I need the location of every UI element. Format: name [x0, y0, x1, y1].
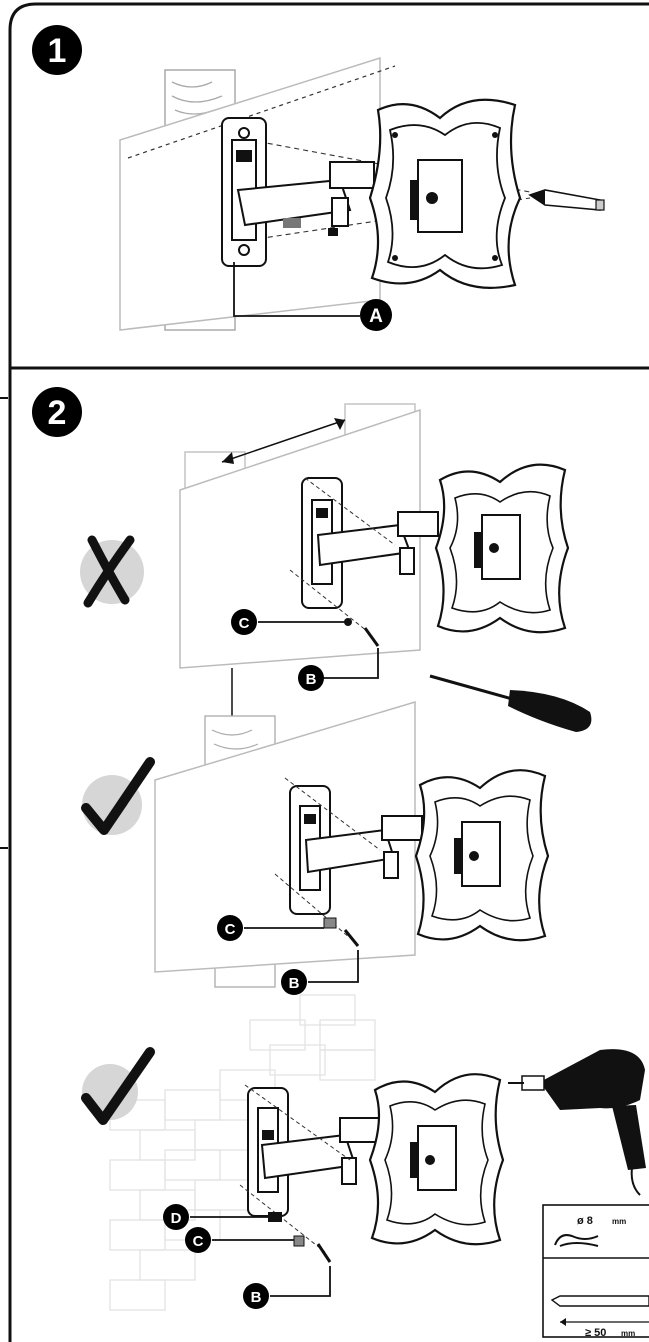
- step-1-illustration: A: [119, 56, 605, 331]
- callout-c-label: C: [193, 1233, 204, 1250]
- check-mark-icon: [81, 757, 155, 835]
- sheet-border: [8, 2, 649, 1342]
- bit-diameter-value: ø 8: [577, 1215, 593, 1227]
- step-1-number: 1: [48, 32, 67, 70]
- callout-b-label: B: [306, 671, 317, 688]
- drill-spec-box: ø 8 mm ≥ 50 mm: [542, 1204, 649, 1339]
- drywall-board: [179, 408, 421, 669]
- callout-b: [281, 969, 307, 995]
- callout-a-label: A: [369, 306, 383, 327]
- callout-d-label: D: [171, 1210, 182, 1227]
- cross-mark-icon: [83, 535, 135, 608]
- bit-depth-icon: [550, 1295, 649, 1307]
- callout-c-label: C: [239, 615, 250, 632]
- callout-d: [163, 1204, 189, 1230]
- callout-b: [243, 1283, 269, 1309]
- bit-diameter-unit: mm: [612, 1217, 626, 1226]
- depth-unit: mm: [621, 1329, 635, 1338]
- depth-value: ≥ 50: [585, 1327, 606, 1339]
- brick-wall: [109, 994, 376, 1311]
- step-1-badge: 1: [32, 25, 82, 75]
- drill-bit-icon: [554, 1234, 599, 1247]
- callout-c: [231, 609, 257, 635]
- screwdriver-icon: [429, 674, 592, 732]
- wrong-mount-illustration: C B: [80, 403, 592, 732]
- step-2-badge: 2: [32, 387, 82, 437]
- callout-c: [185, 1227, 211, 1253]
- brick-mount-illustration: D C B: [81, 994, 505, 1311]
- swing-arm: [236, 178, 352, 227]
- stud-mount-illustration: C B: [81, 700, 550, 995]
- check-mark-icon: [81, 1047, 155, 1125]
- callout-b-label: B: [251, 1289, 262, 1306]
- callout-b: [298, 665, 324, 691]
- step-2-number: 2: [48, 394, 67, 432]
- wall-board: [154, 700, 416, 973]
- pencil-icon: [528, 189, 605, 211]
- callout-c: [217, 915, 243, 941]
- callout-c-label: C: [225, 921, 236, 938]
- callout-a: [360, 299, 392, 331]
- drill-icon: [508, 1049, 646, 1196]
- callout-b-label: B: [289, 975, 300, 992]
